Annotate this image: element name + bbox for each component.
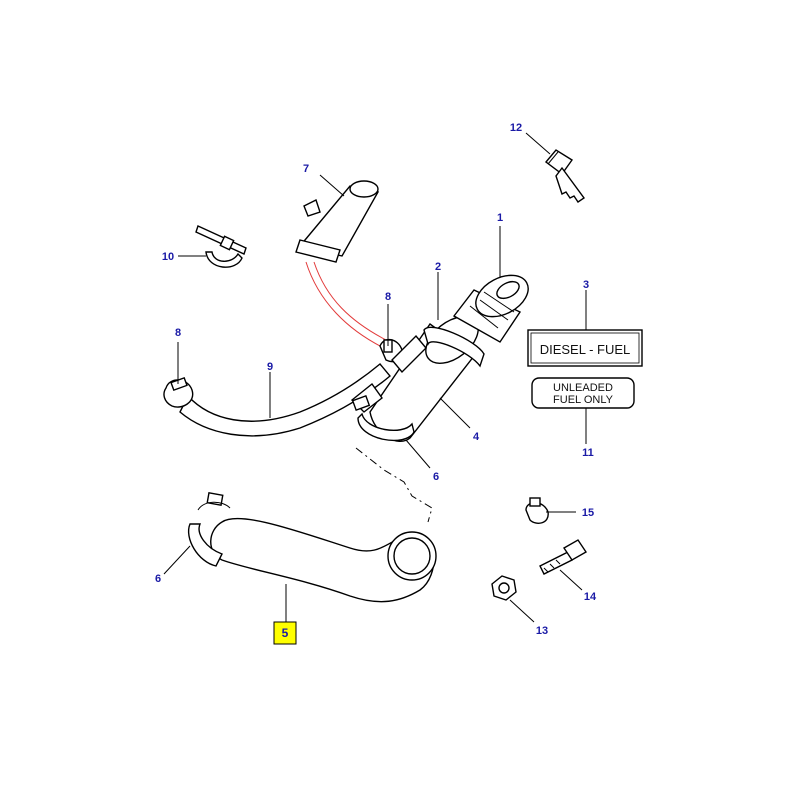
breather-hose-line	[313, 261, 391, 343]
callout-2: 2	[435, 261, 441, 273]
hose-clamp-lower-part	[187, 492, 231, 567]
key-part	[544, 149, 585, 203]
callout-3: 3	[583, 279, 589, 291]
callout-14: 14	[584, 591, 597, 603]
nut-part	[491, 575, 517, 601]
bolt-part	[539, 539, 587, 575]
callout-9: 9	[267, 361, 273, 373]
unleaded-fuel-label: UNLEADED FUEL ONLY	[531, 377, 635, 409]
unleaded-label-line1: UNLEADED	[553, 382, 613, 394]
unleaded-label-line2: FUEL ONLY	[553, 394, 614, 406]
diesel-fuel-label: DIESEL - FUEL	[527, 329, 643, 367]
cable-tie-part	[195, 225, 247, 268]
callout-12: 12	[510, 122, 522, 134]
filler-cap-part	[452, 274, 529, 343]
callout-7: 7	[303, 163, 309, 175]
callout-8-left: 8	[175, 327, 181, 339]
callout-4: 4	[473, 431, 480, 443]
breather-hose-line	[305, 261, 389, 351]
hose-clamp-upper-part	[351, 395, 415, 442]
filler-hose-part	[210, 517, 437, 603]
assembly-dashed-line	[355, 447, 433, 523]
breather-tube-part	[295, 180, 380, 263]
callout-1: 1	[497, 212, 503, 224]
callout-13: 13	[536, 625, 548, 637]
callout-5: 5	[282, 626, 289, 640]
callout-6-upper: 6	[433, 471, 439, 483]
callout-10: 10	[162, 251, 174, 263]
callout-5-highlight[interactable]: 5	[273, 621, 297, 645]
leader-lines	[163, 132, 587, 623]
callout-15: 15	[582, 507, 594, 519]
breather-hose-part	[179, 363, 391, 437]
hose-clip-small-part	[525, 497, 549, 524]
hose-clip-left-part	[163, 376, 194, 408]
filler-neck-part	[350, 316, 485, 442]
callout-11: 11	[582, 447, 594, 459]
callout-8-top: 8	[385, 291, 391, 303]
diesel-fuel-label-text: DIESEL - FUEL	[540, 342, 631, 357]
callout-6-lower: 6	[155, 573, 161, 585]
